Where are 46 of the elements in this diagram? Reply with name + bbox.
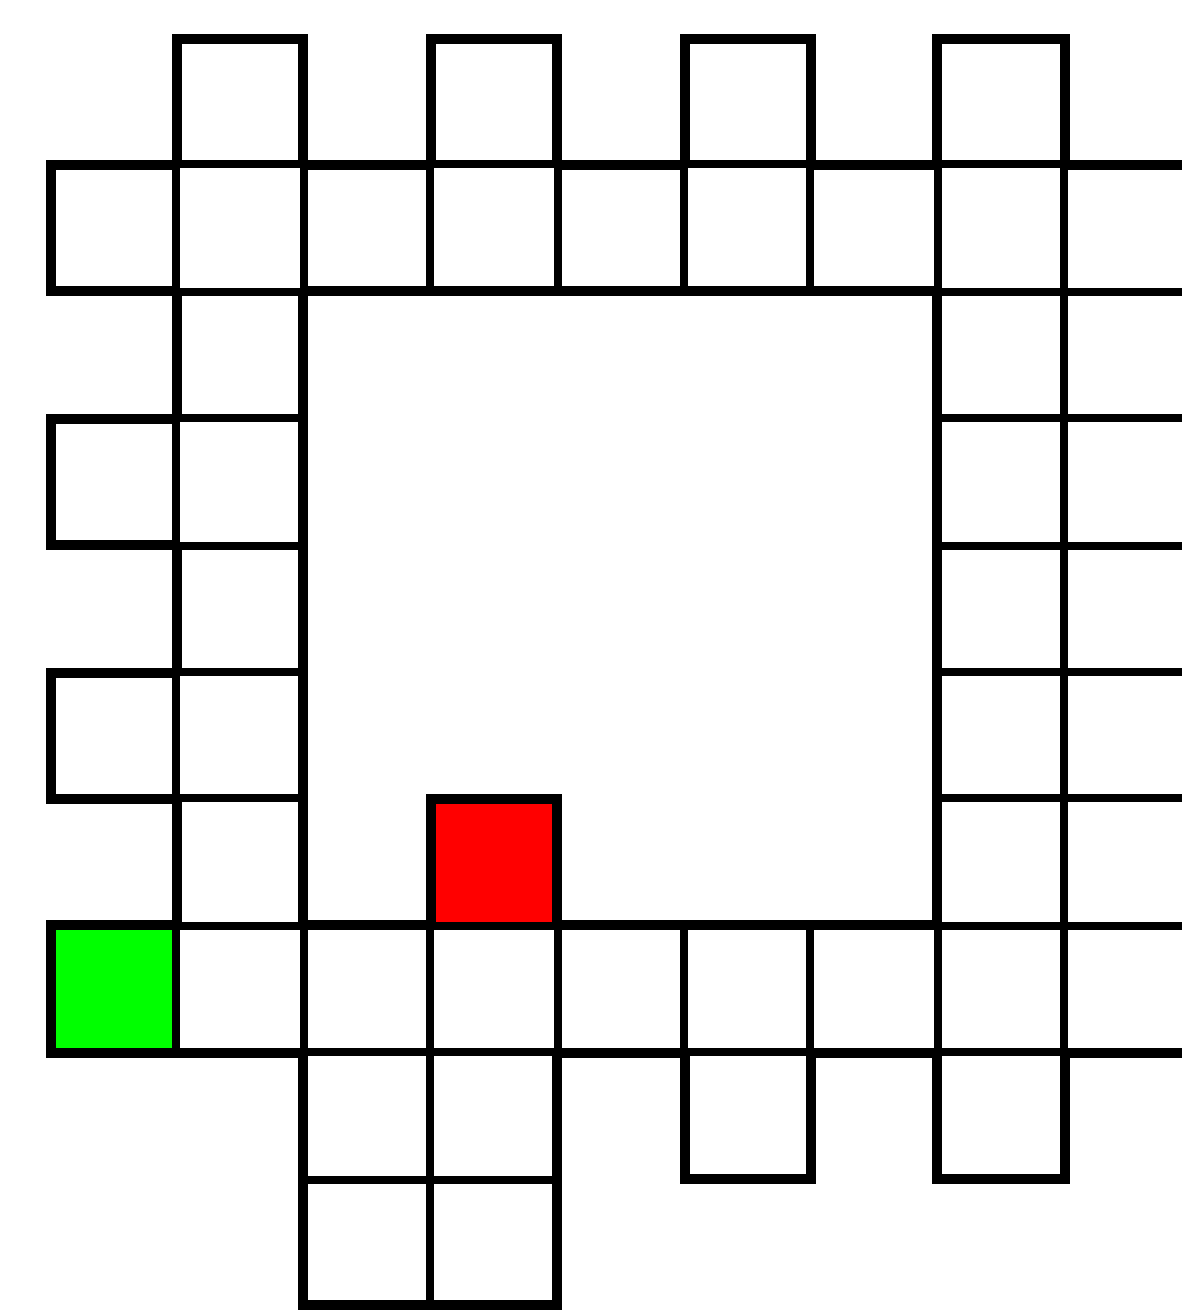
grid-square — [298, 1052, 431, 1180]
grid-square — [1064, 672, 1182, 799]
grid-square — [684, 164, 811, 297]
grid-square — [937, 164, 1065, 292]
grid-square — [45, 413, 177, 551]
grid-square — [932, 672, 1065, 799]
grid-square — [1064, 291, 1182, 419]
grid-square — [171, 291, 309, 419]
grid-square — [176, 925, 304, 1058]
grid-square — [303, 920, 431, 1053]
grid-square — [932, 798, 1065, 926]
grid-square — [171, 798, 309, 926]
grid-square — [45, 920, 177, 1058]
grid-square — [1064, 159, 1182, 292]
grid-square — [932, 545, 1065, 672]
grid-square — [425, 793, 563, 926]
grid-square — [45, 667, 177, 804]
grid-square — [1064, 925, 1182, 1058]
grid-square — [810, 159, 938, 297]
grid-square — [171, 33, 309, 165]
grid-square — [176, 164, 304, 292]
grid-square — [679, 1052, 816, 1185]
grid-square — [684, 920, 811, 1053]
grid-square — [298, 1179, 431, 1310]
grid-square — [557, 159, 684, 297]
grid-square — [1064, 418, 1182, 546]
grid-square — [425, 33, 563, 165]
grid-square — [1064, 798, 1182, 926]
grid-square — [303, 159, 431, 297]
grid-square — [679, 33, 816, 165]
grid-square — [932, 291, 1065, 419]
grid-square — [171, 545, 309, 672]
grid-square — [937, 925, 1065, 1053]
grid-square — [176, 672, 309, 799]
grid-square — [430, 164, 558, 297]
grid-square — [932, 33, 1070, 165]
grid-square — [810, 920, 938, 1058]
grid-square — [932, 1052, 1070, 1185]
grid-square — [430, 925, 558, 1053]
grid-square — [45, 159, 177, 297]
grid-square — [430, 1179, 563, 1310]
grid-square — [430, 1052, 563, 1180]
grid-square — [557, 920, 684, 1058]
grid-square — [1064, 545, 1182, 672]
grid-square — [176, 418, 309, 546]
grid-square — [932, 418, 1065, 546]
